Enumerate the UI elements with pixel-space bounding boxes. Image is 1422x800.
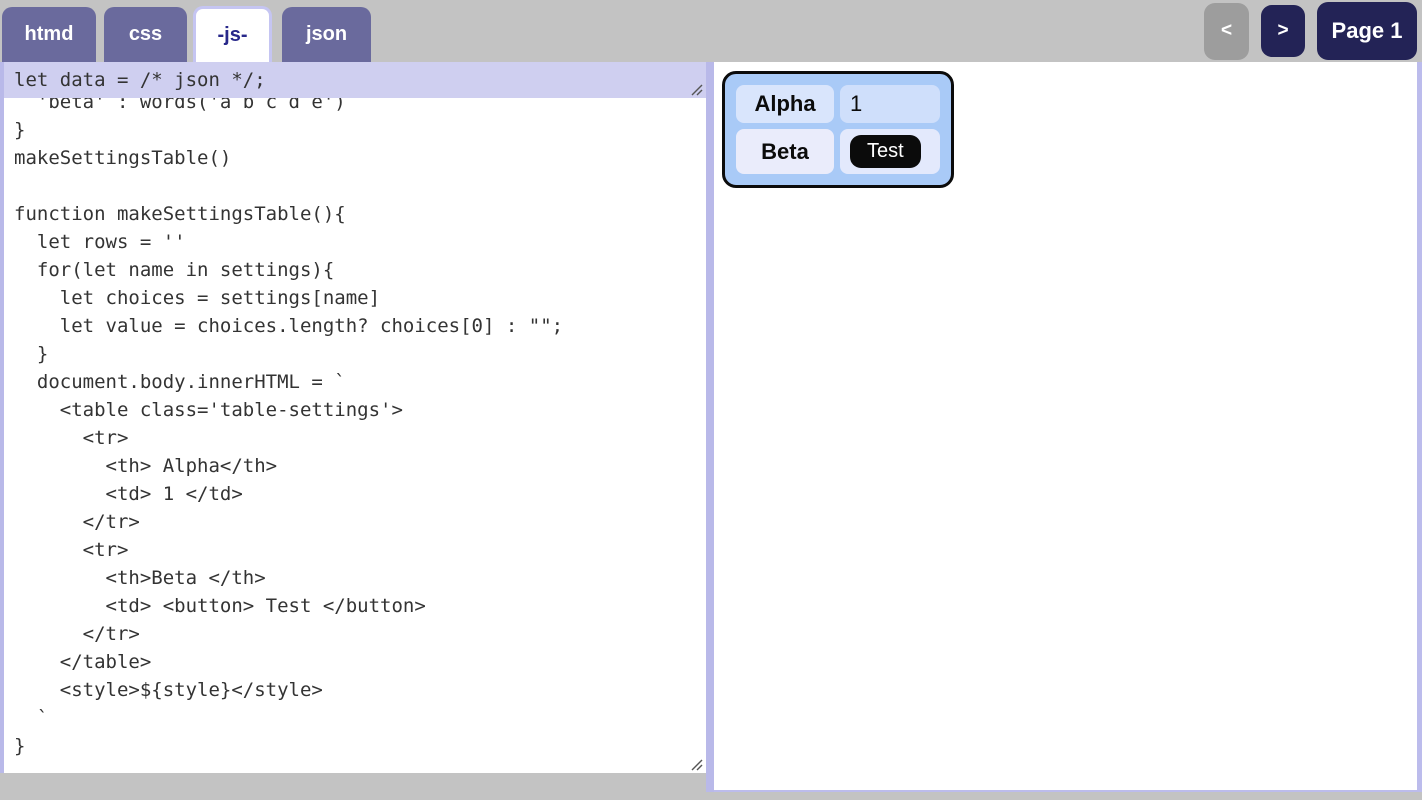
tab-json[interactable]: json bbox=[282, 7, 371, 62]
settings-row-header: Alpha bbox=[736, 85, 834, 123]
editor-column: let data = /* json */; 'beta' : words('a… bbox=[0, 62, 706, 792]
json-data-text: let data = /* json */; bbox=[14, 69, 266, 91]
resize-grip-icon[interactable] bbox=[691, 759, 703, 771]
settings-row-value: 1 bbox=[840, 85, 940, 123]
test-button[interactable]: Test bbox=[850, 135, 921, 168]
workspace: let data = /* json */; 'beta' : words('a… bbox=[0, 62, 1422, 792]
tab-htmd[interactable]: htmd bbox=[2, 7, 96, 62]
panel-divider bbox=[706, 62, 714, 792]
next-page-button[interactable]: > bbox=[1261, 5, 1305, 57]
settings-table: Alpha 1 Beta Test bbox=[722, 71, 954, 188]
page-indicator-button[interactable]: Page 1 bbox=[1317, 2, 1417, 60]
table-row: Alpha 1 bbox=[736, 85, 940, 123]
js-code-text: 'beta' : words('a b c d e') } makeSettin… bbox=[14, 98, 564, 757]
resize-grip-icon[interactable] bbox=[691, 84, 703, 96]
table-row: Beta Test bbox=[736, 129, 940, 174]
json-data-textarea[interactable]: let data = /* json */; bbox=[0, 62, 706, 98]
prev-page-button[interactable]: < bbox=[1204, 2, 1249, 60]
tab-js[interactable]: -js- bbox=[193, 6, 272, 62]
settings-row-value: Test bbox=[840, 129, 940, 174]
pager-controls: < > Page 1 bbox=[1204, 2, 1417, 60]
preview-pane: Alpha 1 Beta Test bbox=[714, 62, 1422, 792]
js-code-textarea[interactable]: 'beta' : words('a b c d e') } makeSettin… bbox=[0, 98, 706, 773]
top-tab-bar: htmd css -js- json < > Page 1 bbox=[0, 0, 1422, 62]
settings-row-header: Beta bbox=[736, 129, 834, 174]
tab-css[interactable]: css bbox=[104, 7, 187, 62]
